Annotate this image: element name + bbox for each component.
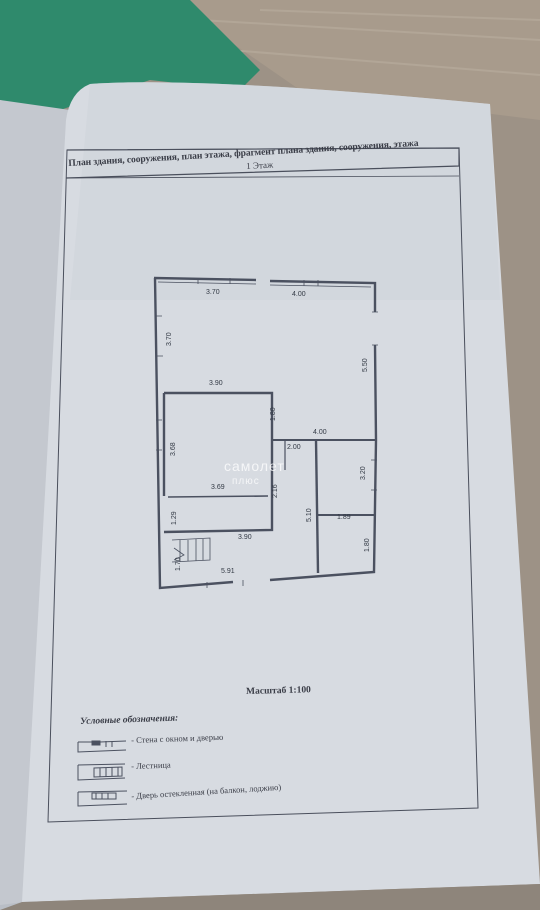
glazed-door-icon (77, 790, 128, 807)
dim-right-room-width: 1.89 (337, 514, 351, 521)
staircase-icon (77, 763, 126, 781)
wall-with-window-and-door-icon (77, 740, 127, 753)
dim-bottom-width: 5.91 (221, 568, 235, 575)
dim-top-right: 4.00 (292, 291, 306, 298)
dim-corridor: 4.00 (313, 429, 327, 436)
stairs-drawing (171, 537, 211, 563)
dim-corridor-small: 2.00 (287, 444, 301, 451)
watermark-line-2: плюс (232, 476, 260, 487)
dim-stair-width: 3.90 (238, 534, 252, 541)
legend-label-stairs: - Лестница (131, 759, 171, 771)
watermark-line-1: самолет (224, 458, 285, 474)
dim-left-room-width: 3.69 (211, 484, 225, 491)
dim-top-left: 3.70 (206, 289, 220, 296)
dim-mid-wall: 3.90 (209, 380, 223, 387)
